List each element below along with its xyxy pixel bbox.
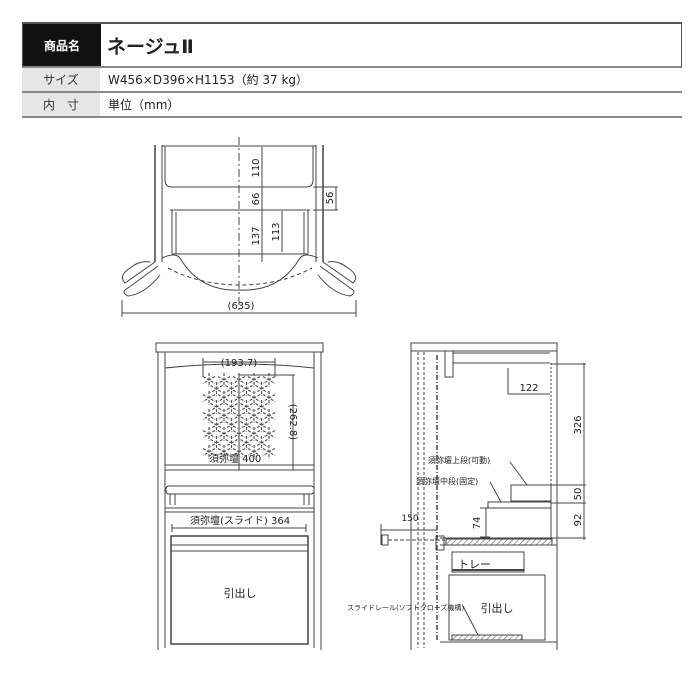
lattice-stroke [232,429,246,439]
lattice-stroke [262,393,276,403]
inner-dimension-label: 内 寸 [22,93,100,116]
lattice-stroke [240,384,253,394]
lattice-stroke [255,402,268,412]
dim-150: 150 [401,514,418,524]
side-view-drawing [380,342,586,650]
lattice-stroke [210,420,223,430]
dim-137: 137 [251,226,262,245]
lattice-stroke [240,438,253,448]
dim-56: 56 [325,192,336,205]
dim-50: 50 [573,488,584,501]
lattice-stroke [240,402,253,412]
shumidan-slide-label: 須弥壇(スライド) 364 [190,514,290,527]
lattice-stroke [247,447,261,457]
lattice-stroke [262,429,276,439]
lattice-stroke [247,411,261,421]
lattice-stroke [232,411,246,421]
shumidan-label: 須弥壇 400 [209,452,261,465]
tray-label: トレー [458,558,491,571]
dim-262-8: (262.8) [287,404,298,441]
dim-113: 113 [271,222,282,241]
dim-74: 74 [472,517,483,530]
lattice-stroke [255,438,268,448]
lattice-stroke [202,375,216,385]
dim-635: (635) [228,301,255,312]
front-view-drawing [155,342,324,650]
lattice-stroke [217,447,231,457]
lattice-stroke [262,375,276,385]
inner-dimension-value: 単位（mm） [108,98,180,112]
side-drawer-label: 引出し [481,601,514,615]
top-view-drawing [121,137,357,317]
lattice-stroke [210,438,223,448]
lattice-stroke [202,411,216,421]
lattice-pattern [202,373,276,459]
lattice-stroke [225,384,238,394]
product-name-value: ネージュⅡ [107,35,194,58]
upper-shelf-label: 須弥壇上段(可動) [428,455,490,465]
dim-193-7: (193.7) [221,358,258,369]
size-row: サイズ W456×D396×H1153（約 37 kg） [22,68,682,93]
dim-326: 326 [573,415,584,434]
lattice-stroke [217,375,231,385]
lattice-stroke [232,375,246,385]
lattice-stroke [217,429,231,439]
lattice-stroke [202,429,216,439]
lattice-stroke [217,393,231,403]
front-drawer-label: 引出し [224,586,257,600]
slide-rail-label: スライドレール(ソフトクローズ機構) [347,603,464,612]
lattice-stroke [210,384,223,394]
lattice-stroke [210,402,223,412]
product-name-row: 商品名 ネージュⅡ [22,23,682,68]
lattice-stroke [225,438,238,448]
dim-66: 66 [251,193,262,206]
dim-110: 110 [251,158,262,177]
product-name-label: 商品名 [23,24,101,66]
lattice-stroke [225,420,238,430]
lattice-stroke [255,384,268,394]
lattice-stroke [247,393,261,403]
dim-92: 92 [573,514,584,527]
lattice-stroke [232,447,246,457]
lattice-stroke [262,411,276,421]
lattice-stroke [225,402,238,412]
lattice-stroke [247,375,261,385]
middle-shelf-label: 須弥壇中段(固定) [416,476,478,486]
lattice-stroke [255,420,268,430]
size-label: サイズ [22,68,100,91]
lattice-stroke [202,447,216,457]
dim-122: 122 [519,383,538,394]
lattice-stroke [232,393,246,403]
lattice-stroke [217,411,231,421]
lattice-stroke [240,420,253,430]
lattice-stroke [202,393,216,403]
spec-table: 商品名 ネージュⅡ サイズ W456×D396×H1153（約 37 kg） 内… [22,22,682,118]
lattice-stroke [262,447,276,457]
inner-dimension-row: 内 寸 単位（mm） [22,93,682,118]
lattice-stroke [247,429,261,439]
size-value: W456×D396×H1153（約 37 kg） [108,73,309,87]
